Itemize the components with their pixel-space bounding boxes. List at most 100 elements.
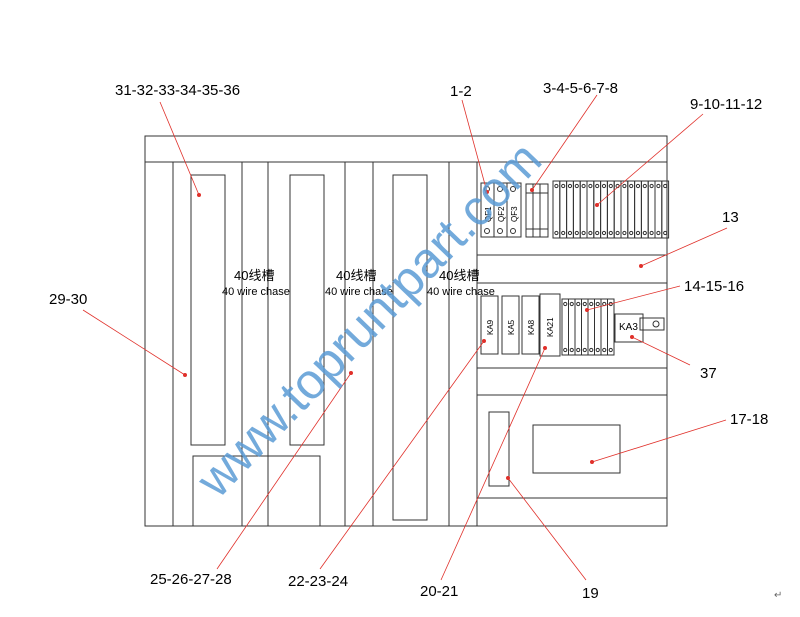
callout-17-18: 17-18 [730, 411, 768, 428]
terminal-slot-screw [649, 183, 654, 189]
terminal-slot-screw [601, 230, 607, 236]
terminal-slot [606, 180, 615, 239]
breaker-qf3-label: QF3 [510, 206, 519, 222]
terminal-slot-screw [656, 183, 661, 189]
terminal-slot [600, 298, 608, 356]
terminal-slot-screw [629, 183, 634, 189]
breaker-qf2-label: QF2 [497, 206, 506, 222]
terminal-slot-screw [563, 301, 568, 307]
terminal-slot-screw [588, 230, 593, 236]
terminal-slot-screw [663, 230, 668, 236]
terminal-slot-screw [595, 347, 600, 353]
terminal-slot-screw [622, 230, 627, 236]
wire-chase-2-en: 40 wire chase [325, 286, 393, 298]
callout-9-12: 9-10-11-12 [690, 96, 762, 113]
terminal-slot [581, 298, 589, 356]
terminal-slot-screw [582, 301, 587, 307]
terminal-slot [559, 180, 568, 239]
terminal-slot-screw [629, 230, 634, 236]
terminal-slot-screw [595, 183, 600, 189]
relay-ka5-label: KA5 [507, 319, 516, 335]
terminal-slot [593, 180, 602, 239]
terminal-slot-screw [663, 183, 668, 189]
terminal-slot [572, 180, 581, 239]
callout-22-24: 22-23-24 [288, 573, 348, 590]
cabinet-frame [144, 135, 668, 527]
callout-14-16: 14-15-16 [684, 278, 744, 295]
callout-31-36: 31-32-33-34-35-36 [115, 82, 240, 99]
terminal-slot-screw [574, 183, 579, 189]
callout-13: 13 [722, 209, 739, 226]
terminal-slot-screw [635, 183, 641, 189]
terminal-slot-screw [615, 230, 620, 236]
terminal-slot-screw [581, 183, 586, 189]
breaker-group: QF1 QF2 QF3 [480, 182, 522, 238]
callout-labels: 31-32-33-34-35-36 1-2 3-4-5-6-7-8 9-10-1… [49, 80, 768, 602]
wire-chase-1-cn: 40线槽 [234, 268, 274, 283]
relay-group: KA9 KA5 KA8 KA21 [480, 293, 561, 357]
terminal-slot-screw [595, 230, 600, 236]
terminal-slot-screw [649, 230, 654, 236]
component-19 [488, 411, 510, 487]
terminal-slot [568, 298, 576, 356]
component-17-18 [532, 424, 621, 474]
wire-chase-3-en: 40 wire chase [427, 286, 495, 298]
wire-chase-3-cn: 40线槽 [439, 268, 479, 283]
watermark-text: www.topruntpart.com [185, 131, 552, 508]
wire-chase-2 [289, 174, 325, 446]
relay-ka8-label: KA8 [527, 319, 536, 335]
terminal-slot-screw [589, 301, 594, 307]
terminal-slot [654, 180, 663, 239]
terminal-slot-screw [595, 301, 600, 307]
relay-ka3-label: KA3 [619, 322, 638, 333]
terminal-slot-screw [588, 183, 593, 189]
terminal-slot-screw [567, 230, 573, 236]
terminal-slot [620, 180, 629, 239]
switch-group [525, 183, 549, 238]
callout-1-2: 1-2 [450, 83, 472, 100]
terminal-slot-screw [622, 183, 627, 189]
terminal-slot-screw [561, 230, 566, 236]
callout-37: 37 [700, 365, 717, 382]
wire-chase-1 [190, 174, 226, 446]
terminal-slot [566, 180, 574, 239]
terminal-slot [647, 180, 656, 239]
terminal-slot [587, 298, 595, 356]
callout-29-30: 29-30 [49, 291, 87, 308]
terminal-block-middle [561, 298, 615, 356]
terminal-slot [552, 180, 561, 239]
terminal-slot-screw [567, 183, 573, 189]
terminal-slot-screw [642, 183, 647, 189]
terminal-slot-screw [569, 301, 574, 307]
terminal-slot-screw [608, 183, 613, 189]
terminal-slot-screw [576, 301, 581, 307]
callout-19: 19 [582, 585, 599, 602]
terminal-slot-screw [656, 230, 661, 236]
breaker-qf1-label: QF1 [484, 206, 493, 222]
relay-ka3: KA3 [614, 313, 665, 343]
terminal-slot-screw [561, 183, 566, 189]
terminal-slot-screw [601, 183, 607, 189]
terminal-slot-screw [642, 230, 647, 236]
terminal-slot [627, 180, 636, 239]
terminal-slot-screw [569, 347, 574, 353]
terminal-slot-screw [563, 347, 568, 353]
terminal-slot [600, 180, 608, 239]
callout-3-8: 3-4-5-6-7-8 [543, 80, 618, 97]
wire-chase-3 [392, 174, 428, 521]
terminal-slot [634, 180, 642, 239]
leader-lines [82, 94, 728, 581]
terminal-slot-screw [574, 230, 579, 236]
terminal-slot-screw [602, 347, 607, 353]
base-panel-outline [192, 455, 321, 526]
terminal-slot [661, 180, 670, 239]
terminal-slot-screw [554, 230, 559, 236]
terminal-slot [579, 180, 588, 239]
terminal-slot-screw [582, 347, 587, 353]
callout-25-28: 25-26-27-28 [150, 571, 232, 588]
terminal-slot-screw [589, 347, 594, 353]
terminal-slot [607, 298, 615, 356]
return-mark: ↵ [774, 590, 782, 601]
terminal-slot-screw [576, 347, 581, 353]
